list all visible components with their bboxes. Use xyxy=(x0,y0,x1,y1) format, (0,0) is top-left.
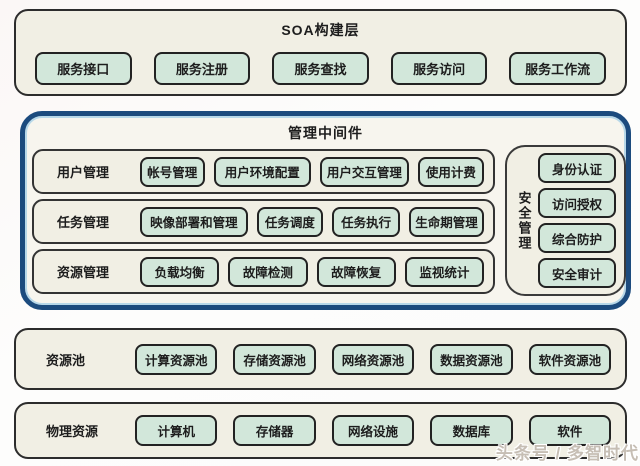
user-env-config-box: 用户环境配置 xyxy=(213,156,312,187)
service-workflow-box: 服务工作流 xyxy=(509,52,606,85)
security-audit-box: 安全审计 xyxy=(538,258,616,288)
user-management-label: 用户管理 xyxy=(57,165,110,180)
account-mgmt-box: 帐号管理 xyxy=(140,156,205,187)
service-find-box: 服务查找 xyxy=(272,52,369,85)
fault-detect-box: 故障检测 xyxy=(228,256,308,287)
resource-management-row: 资源管理 负载均衡 故障检测 故障恢复 监视统计 xyxy=(32,249,495,294)
watermark-text: 头条号 / 多智时代 xyxy=(495,444,639,463)
storage-pool-box: 存储资源池 xyxy=(233,343,316,375)
image-deploy-mgmt-box: 映像部署和管理 xyxy=(140,206,248,237)
fault-recover-box: 故障恢复 xyxy=(316,256,396,287)
physical-resource-label: 物理资源 xyxy=(46,424,99,439)
soa-layer-title: SOA构建层 xyxy=(281,22,360,38)
security-management-label: 安全管理 xyxy=(516,190,532,251)
database-box: 数据库 xyxy=(430,415,513,446)
storage-device-box: 存储器 xyxy=(233,415,316,446)
resource-pool-label: 资源池 xyxy=(46,352,86,368)
identity-auth-box: 身份认证 xyxy=(538,153,616,183)
compute-pool-box: 计算资源池 xyxy=(135,343,218,375)
resource-pool-box-row: 计算资源池 存储资源池 网络资源池 数据资源池 软件资源池 xyxy=(135,343,612,375)
software-box: 软件 xyxy=(528,415,612,446)
user-interaction-mgmt-box: 用户交互管理 xyxy=(320,156,409,187)
service-interface-box: 服务接口 xyxy=(35,52,132,85)
network-facility-box: 网络设施 xyxy=(331,415,415,446)
task-management-label: 任务管理 xyxy=(57,215,110,230)
task-exec-box: 任务执行 xyxy=(332,206,401,237)
access-authz-box: 访问授权 xyxy=(538,188,616,218)
middleware-title: 管理中间件 xyxy=(288,125,363,141)
software-pool-box: 软件资源池 xyxy=(528,343,612,375)
soa-box-row: 服务接口 服务注册 服务查找 服务访问 服务工作流 xyxy=(16,52,625,85)
lifecycle-mgmt-box: 生命期管理 xyxy=(409,206,484,237)
soa-layer-panel: SOA构建层 服务接口 服务注册 服务查找 服务访问 服务工作流 xyxy=(14,9,627,96)
service-access-box: 服务访问 xyxy=(390,52,488,85)
service-register-box: 服务注册 xyxy=(153,52,251,85)
load-balance-box: 负载均衡 xyxy=(140,256,220,287)
data-pool-box: 数据资源池 xyxy=(430,343,513,375)
physical-resource-panel: 物理资源 计算机 存储器 网络设施 数据库 软件 xyxy=(14,402,627,459)
comprehensive-protection-box: 综合防护 xyxy=(538,223,616,253)
monitor-stats-box: 监视统计 xyxy=(404,256,484,287)
security-box-column: 身份认证 访问授权 综合防护 安全审计 xyxy=(538,153,616,288)
physical-box-row: 计算机 存储器 网络设施 数据库 软件 xyxy=(135,415,612,446)
resource-pool-panel: 资源池 计算资源池 存储资源池 网络资源池 数据资源池 软件资源池 xyxy=(14,328,627,390)
task-management-row: 任务管理 映像部署和管理 任务调度 任务执行 生命期管理 xyxy=(32,199,495,244)
middleware-panel: 管理中间件 用户管理 帐号管理 用户环境配置 用户交互管理 使用计费 任务管理 … xyxy=(20,111,631,310)
computer-box: 计算机 xyxy=(135,415,218,446)
user-management-row: 用户管理 帐号管理 用户环境配置 用户交互管理 使用计费 xyxy=(32,149,495,194)
security-management-panel: 安全管理 身份认证 访问授权 综合防护 安全审计 xyxy=(505,145,626,296)
task-schedule-box: 任务调度 xyxy=(256,206,324,237)
resource-management-label: 资源管理 xyxy=(57,265,110,280)
network-pool-box: 网络资源池 xyxy=(331,343,415,375)
usage-billing-box: 使用计费 xyxy=(417,156,484,187)
